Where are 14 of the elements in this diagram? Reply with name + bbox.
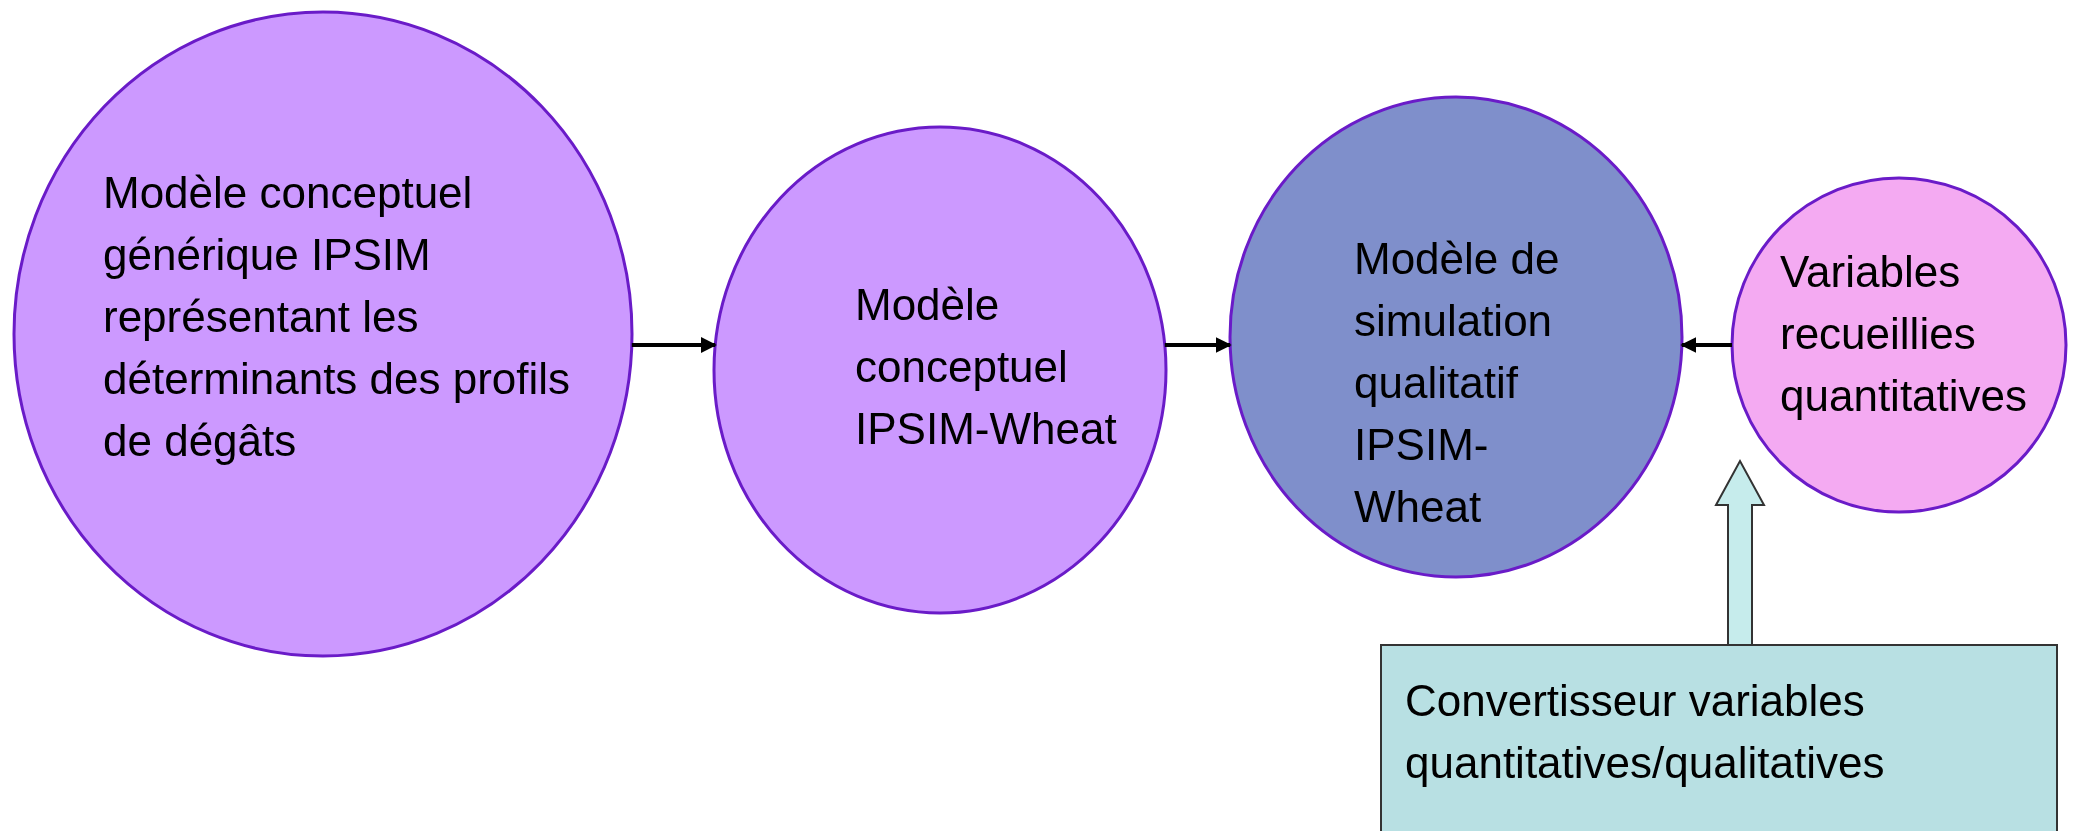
model-circle <box>1228 95 1684 579</box>
node-text: Variables recueillies quantitatives <box>1780 246 2029 422</box>
arrow <box>631 337 717 353</box>
arrow <box>1680 337 1732 353</box>
converter-box <box>1380 644 2058 831</box>
node-text: Convertisseur variables quantitatives/qualitatives <box>1405 675 1886 789</box>
block-arrow <box>1714 458 1766 646</box>
node-text: Modèle de simulation qualitatif IPSIM-Wheat <box>1354 233 1561 533</box>
model-circle <box>12 10 634 658</box>
node-text: Modèle conceptuel IPSIM-Wheat <box>855 279 1118 455</box>
model-circle <box>712 125 1168 615</box>
arrow <box>1164 337 1232 353</box>
model-circle <box>1730 176 2068 514</box>
node-text: Modèle conceptuel générique IPSIM représentant les déterminants des profils de dégâts <box>103 167 572 467</box>
